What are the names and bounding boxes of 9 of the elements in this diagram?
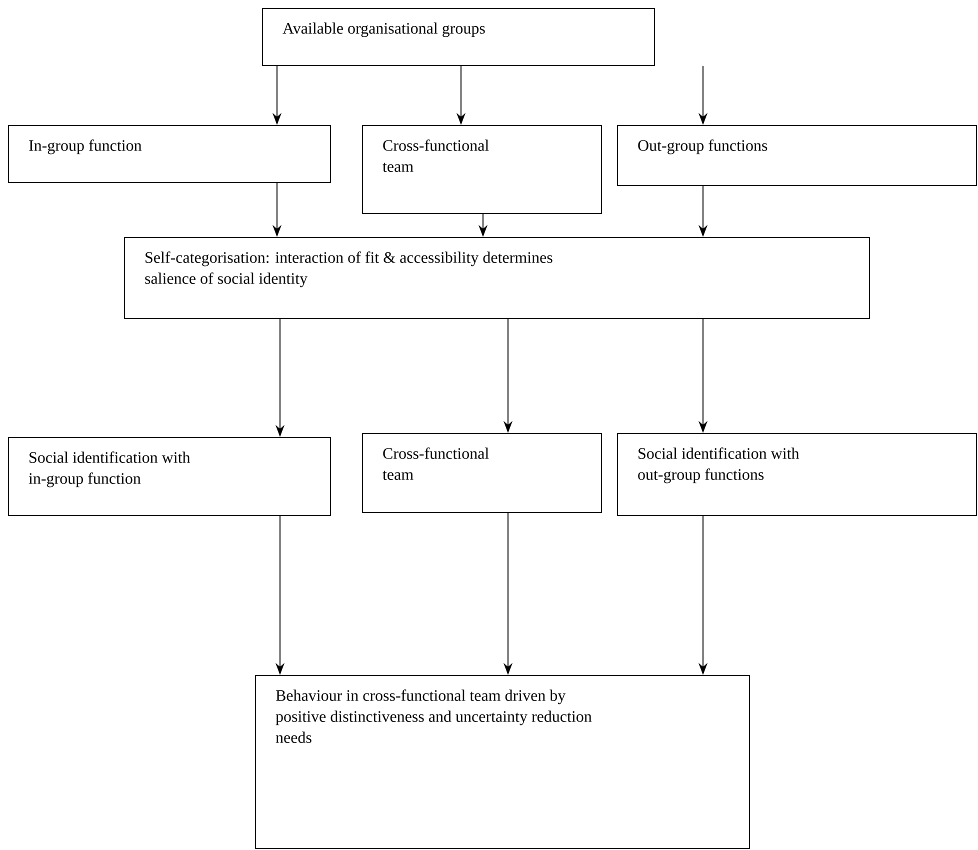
process-box: Self-categorisation: interaction of fit & accessibility determines salience of social identity bbox=[124, 236, 870, 319]
process-box: Social identification with out-group functions bbox=[617, 432, 977, 516]
process-box: Social identification with in-group function bbox=[8, 436, 331, 516]
process-box: Out-group functions bbox=[617, 124, 977, 186]
process-box: Cross-functional team bbox=[362, 124, 602, 214]
process-box: Behaviour in cross-functional team driven by positive distinctiveness and uncertainty reduction needs bbox=[255, 674, 750, 849]
process-box: Cross-functional team bbox=[362, 432, 602, 513]
process-box: In-group function bbox=[8, 124, 331, 183]
process-box: Available organisational groups bbox=[262, 8, 655, 66]
